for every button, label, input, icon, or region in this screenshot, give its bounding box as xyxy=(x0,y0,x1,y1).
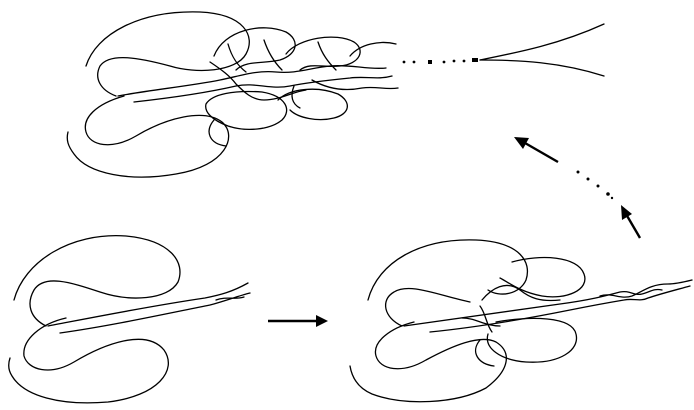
ellipsis-top xyxy=(402,58,478,64)
limit-knot-strand-1 xyxy=(117,64,387,97)
limit-knot-bottom-arc xyxy=(208,119,227,147)
initial-knot-bottom-loop xyxy=(8,317,169,404)
iterated-knot-strand-3 xyxy=(599,279,693,298)
iterated-knot-second-loop xyxy=(499,256,586,298)
limit-knot-cross-b xyxy=(263,39,283,71)
limit-knot-cross-a xyxy=(227,43,247,73)
limit-knot-loop-2 xyxy=(213,27,296,71)
iterated-knot-crossing-a xyxy=(461,317,501,327)
arrow-up xyxy=(621,205,642,239)
limit-knot-cross-c xyxy=(317,41,337,71)
iterated-knot-inner-top xyxy=(384,287,471,327)
limit-knot-loop-4 xyxy=(349,41,397,57)
limit-knot-loop-3 xyxy=(285,36,361,71)
iterated-knot-link-a xyxy=(481,284,561,302)
iterated-knot-lower-arc xyxy=(475,339,495,367)
iterated-knot-lower-small-loop xyxy=(486,317,578,363)
initial-knot-strand-upper xyxy=(47,282,249,327)
initial-knot-strand-lower xyxy=(59,292,251,334)
iterated-knot-bottom-loop xyxy=(349,321,507,403)
initial-knot xyxy=(8,235,251,404)
limit-knot xyxy=(66,11,605,178)
limit-knot-tail-lower xyxy=(479,59,605,77)
limit-knot-cross-d xyxy=(291,85,301,109)
ellipsis-right xyxy=(576,170,614,200)
limit-knot-strand-2 xyxy=(133,75,393,103)
iterated-knot-strand-1 xyxy=(403,288,663,327)
limit-knot-tail-upper xyxy=(479,23,605,61)
arrow-right xyxy=(268,315,328,327)
initial-knot-top-loop xyxy=(13,235,181,327)
limit-knot-lower-loop-1 xyxy=(205,90,288,131)
iterated-knot-top-loop xyxy=(367,239,528,301)
limit-knot-strand-4 xyxy=(311,79,399,91)
iterated-knot-crossing-b xyxy=(479,305,493,333)
iterated-knot xyxy=(349,239,693,403)
limit-knot-bottom-loop xyxy=(66,95,230,178)
initial-knot-tail xyxy=(215,296,245,301)
iterated-knot-strand-2 xyxy=(429,285,691,333)
arrow-up-left xyxy=(514,137,559,164)
limit-knot-lower-loop-2 xyxy=(277,88,348,121)
limit-knot-strand-3 xyxy=(209,61,307,101)
limit-knot-top-loop xyxy=(85,11,250,97)
